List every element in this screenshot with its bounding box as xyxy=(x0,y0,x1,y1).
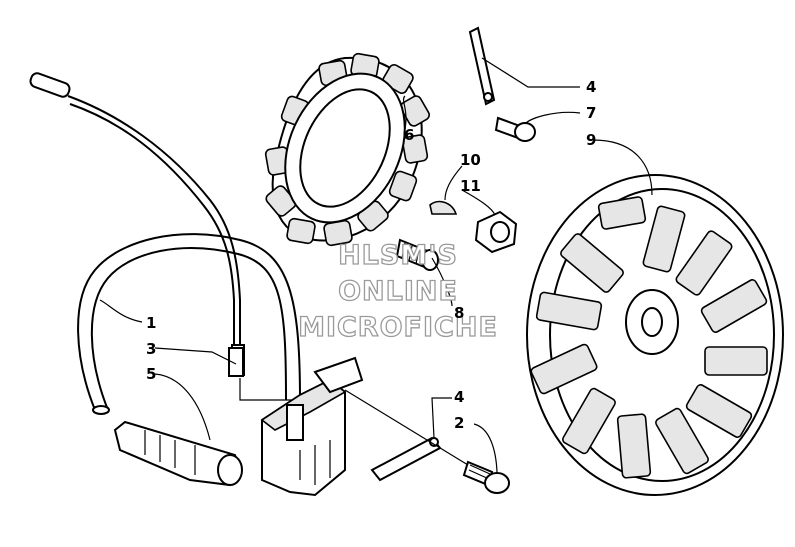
screw-icon xyxy=(494,116,536,142)
callout-3: 3 xyxy=(146,340,156,358)
clamp-strap-upper-icon xyxy=(468,26,496,106)
flywheel-icon xyxy=(526,174,784,496)
leader-lines xyxy=(99,57,653,473)
callout-labels: 1 3 5 6 4 7 9 10 11 8 4 2 xyxy=(146,78,596,432)
stud-bolt-icon xyxy=(395,238,439,271)
ground-wire-terminal-icon xyxy=(228,347,310,401)
callout-1: 1 xyxy=(146,314,156,332)
watermark-line-1: HLSM'S xyxy=(338,240,458,271)
callout-5: 5 xyxy=(146,365,156,383)
ignition-coil-icon xyxy=(260,356,364,497)
watermark-line-2: ONLINE xyxy=(338,276,458,307)
spark-plug-cap-icon xyxy=(113,420,243,487)
woodruff-key-icon xyxy=(429,200,458,215)
wire-lead-icon xyxy=(29,72,245,376)
high-tension-lead-icon xyxy=(77,233,301,415)
callout-9: 9 xyxy=(586,131,596,149)
callout-4-lower: 4 xyxy=(454,388,464,406)
callout-4-upper: 4 xyxy=(586,78,596,96)
callout-6: 6 xyxy=(404,126,414,144)
callout-8: 8 xyxy=(454,304,464,322)
nut-icon xyxy=(474,210,518,254)
callout-7: 7 xyxy=(586,104,596,122)
callout-11: 11 xyxy=(460,177,481,195)
stator-coil-icon xyxy=(264,52,430,247)
watermark: HLSM'S ONLINE MICROFICHE xyxy=(297,239,498,343)
callout-2: 2 xyxy=(454,414,464,432)
clamp-strap-icon xyxy=(370,436,442,482)
callout-10: 10 xyxy=(460,151,481,169)
bolt-icon xyxy=(462,460,510,494)
watermark-line-3: MICROFICHE xyxy=(298,312,498,343)
